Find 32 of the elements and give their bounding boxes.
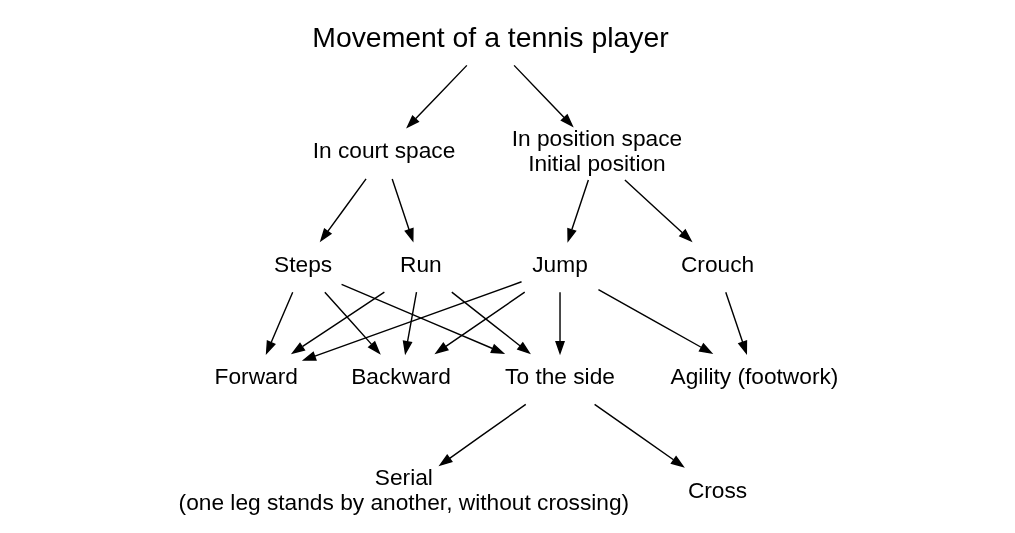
node-text: Steps <box>274 250 333 277</box>
arrow <box>593 403 685 468</box>
arrow <box>597 288 714 355</box>
arrow <box>434 291 526 355</box>
arrow <box>451 291 531 355</box>
node-text: To the side <box>505 363 615 390</box>
node-text: Movement of a tennis player <box>312 20 669 53</box>
arrow <box>319 178 367 243</box>
node-text: Agility (footwork) <box>670 363 839 390</box>
node-text: Forward <box>214 363 298 390</box>
arrow <box>290 291 386 355</box>
node-text: Serial (one leg stands by another, without crossing) <box>178 463 630 516</box>
arrow <box>725 291 748 356</box>
arrow <box>301 281 523 361</box>
node-text: Crouch <box>680 250 755 277</box>
arrow <box>567 179 590 243</box>
arrow <box>513 64 574 128</box>
node-text: In court space <box>312 137 456 164</box>
arrow <box>265 291 294 355</box>
arrow <box>340 283 506 354</box>
arrow <box>624 179 693 243</box>
node-text: Cross <box>687 476 748 503</box>
arrow <box>406 64 468 129</box>
node-text: In position space Initial position <box>511 124 683 177</box>
node-text: Run <box>400 250 442 277</box>
node-text: Jump <box>532 250 588 277</box>
arrow <box>391 178 414 243</box>
arrow <box>555 291 565 356</box>
node-text: Backward <box>351 363 451 390</box>
arrow <box>438 403 527 467</box>
arrow <box>402 291 418 356</box>
arrow <box>324 291 381 355</box>
